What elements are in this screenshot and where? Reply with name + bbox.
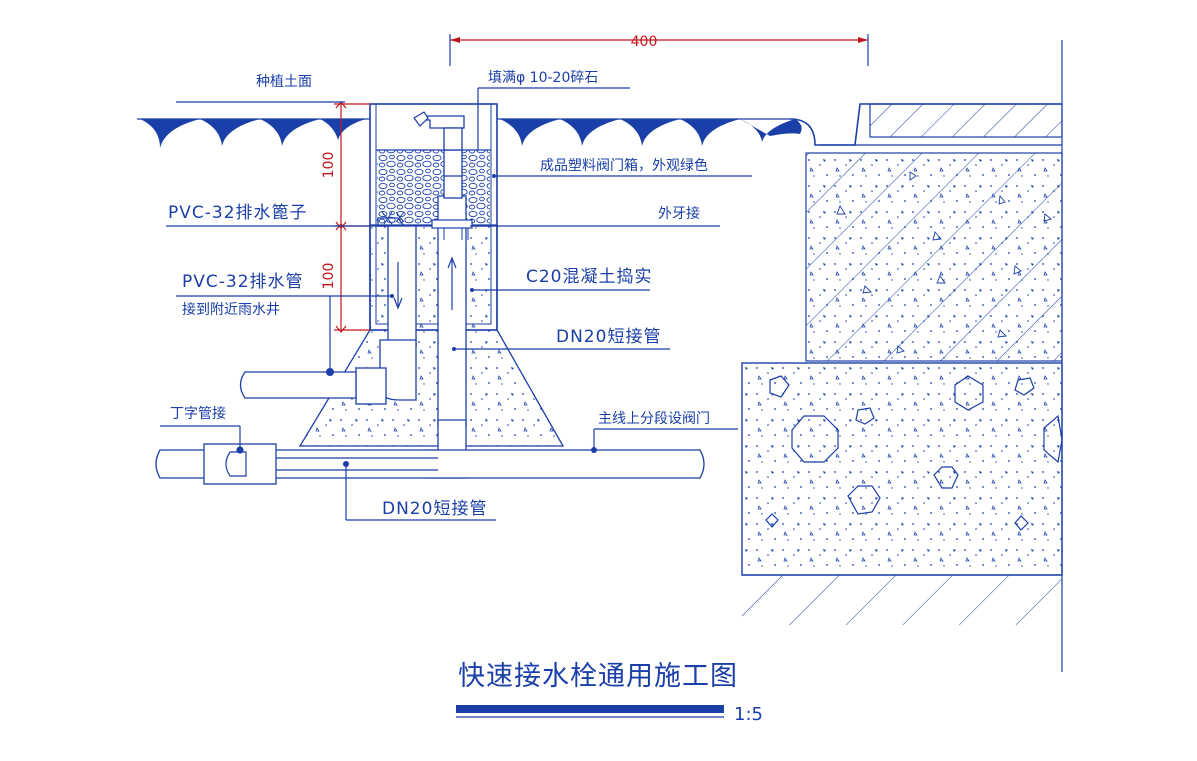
label-tee-joint: 丁字管接 <box>170 405 226 422</box>
dimension-400: 400 <box>631 34 658 50</box>
label-male-thread: 外牙接 <box>658 205 700 222</box>
drain-pipe <box>239 225 417 405</box>
main-line <box>155 443 705 485</box>
valve-box <box>369 103 498 331</box>
label-dn20-short-lower: DN20短接管 <box>382 499 487 519</box>
drawing-title: 快速接水栓通用施工图 <box>458 661 738 692</box>
label-connect-rain-well: 接到附近雨水井 <box>182 301 280 318</box>
label-dn20-short-upper: DN20短接管 <box>556 327 661 347</box>
label-planting-surface: 种植土面 <box>256 74 312 90</box>
label-pvc-drain-pipe: PVC-32排水管 <box>182 272 304 292</box>
label-pvc-strainer: PVC-32排水篦子 <box>168 203 308 223</box>
supply-riser <box>413 111 473 479</box>
label-main-line-valve: 主线上分段设阀门 <box>598 411 710 427</box>
concrete-base <box>298 224 565 447</box>
title-underline <box>456 705 724 713</box>
scale-label: 1:5 <box>734 704 763 725</box>
label-gravel-fill: 填满φ 10-20碎石 <box>488 70 598 86</box>
label-c20-concrete: C20混凝土捣实 <box>526 267 653 287</box>
leader-lines <box>160 87 752 521</box>
label-valve-box: 成品塑料阀门箱，外观绿色 <box>540 157 708 174</box>
dimension-100-upper: 100 <box>321 152 337 179</box>
curb-section <box>741 40 1063 672</box>
dimension-100-lower: 100 <box>321 263 337 290</box>
